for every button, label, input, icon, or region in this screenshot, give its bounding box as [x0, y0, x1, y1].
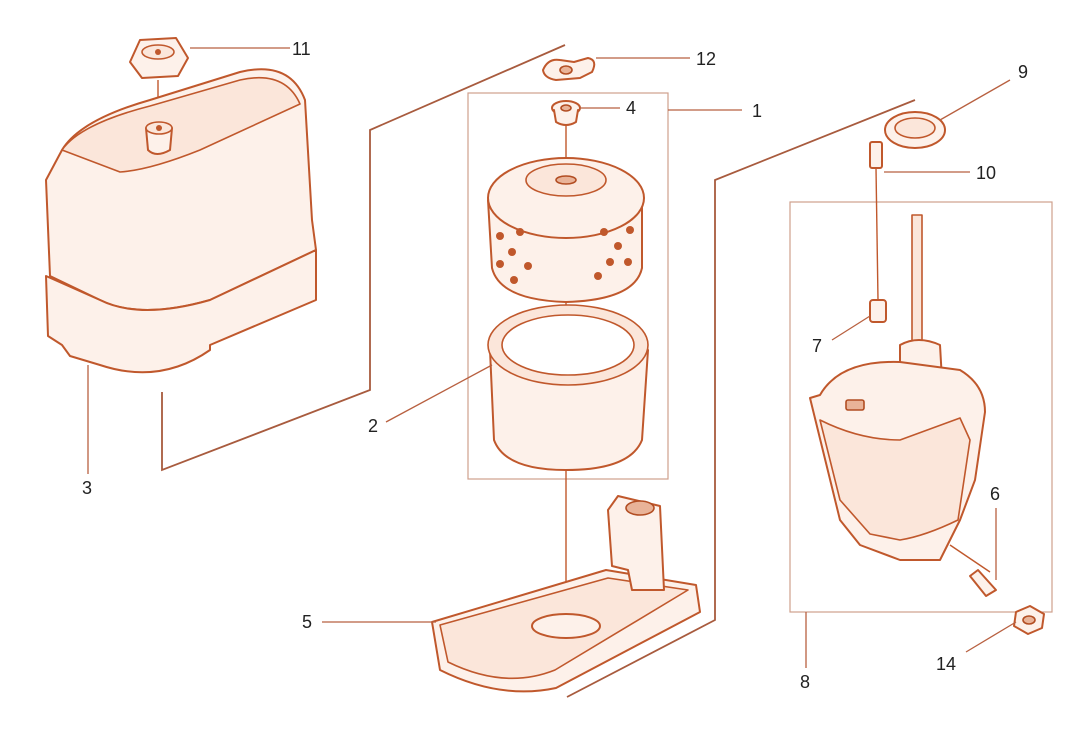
leader-7	[831, 315, 871, 341]
callout-10: 10	[976, 163, 996, 183]
assembly-line-base	[566, 99, 916, 698]
foam-pre-filter-part-2	[487, 304, 649, 471]
leader-9	[939, 79, 1011, 121]
wing-nut-part-12	[542, 57, 596, 81]
filter-group-box	[467, 92, 669, 480]
callout-2: 2	[368, 416, 378, 436]
leader-2	[385, 364, 493, 423]
callout-3: 3	[82, 478, 92, 498]
paper-filter-element-part-1	[487, 157, 645, 303]
nut-part-14	[1013, 605, 1045, 635]
breather-tube-part-10	[869, 141, 883, 301]
gasket-part-9	[884, 111, 946, 149]
oil-bath-case-part-8	[809, 214, 991, 573]
callout-12: 12	[696, 49, 716, 69]
callout-4: 4	[626, 98, 636, 118]
plug-part-7	[869, 299, 887, 323]
grommet-part-4	[551, 100, 581, 126]
leader-14	[965, 621, 1017, 653]
knob-part-11	[129, 37, 189, 125]
callout-11: 11	[292, 39, 311, 59]
callout-6: 6	[990, 484, 1000, 504]
air-cleaner-base-part-5	[431, 495, 701, 693]
assembly-line-cover	[161, 44, 566, 472]
callout-7: 7	[812, 336, 822, 356]
bolt-part-6	[969, 569, 997, 597]
oil-bath-group-box	[789, 201, 1053, 613]
callout-5: 5	[302, 612, 312, 632]
air-cleaner-cover-part-3	[45, 68, 317, 374]
callout-9: 9	[1018, 62, 1028, 82]
callout-14: 14	[936, 654, 956, 674]
callout-8: 8	[800, 672, 810, 692]
callout-1: 1	[752, 101, 762, 121]
